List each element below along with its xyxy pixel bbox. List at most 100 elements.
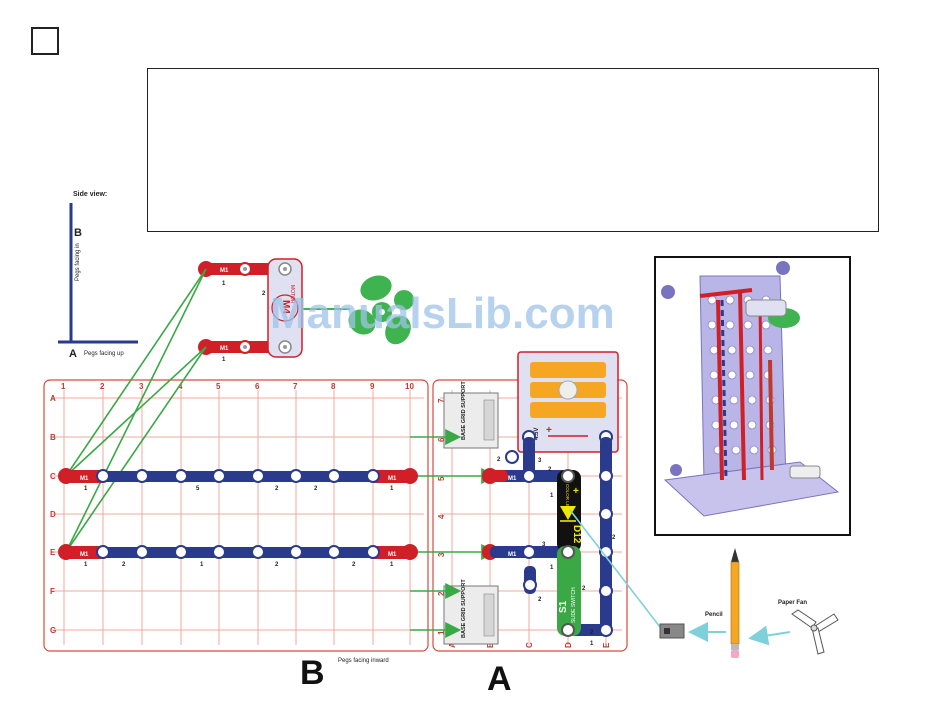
- watermark: ManualsLib.com: [270, 289, 615, 338]
- grid-b-col-10: 10: [405, 382, 414, 391]
- grid-b-row-g: G: [50, 626, 56, 635]
- grid-b-row-a: A: [50, 394, 56, 403]
- grid-a-row-5: 5: [437, 476, 446, 481]
- grid-a-wires: M1 M1 2 3 2 1 2 3 2 1 2 2 1: [482, 437, 616, 647]
- motor-label: M4: [280, 300, 291, 314]
- row-e-num: 2: [122, 562, 126, 568]
- grid-a-num: 1: [590, 641, 594, 647]
- motor-m4: M4 MOTOR 2: [262, 258, 350, 358]
- grid-a-num: 2: [582, 586, 586, 592]
- side-view: Side view: B Pegs facing in A Pegs facin…: [58, 191, 138, 360]
- side-view-label-b: B: [74, 227, 82, 239]
- assembly-illustration: [654, 256, 851, 536]
- top-wire-m1-lower: M1 1: [198, 339, 288, 363]
- led-sub-label: COLOR LED: [565, 484, 570, 511]
- grid-a-col-d: D: [564, 642, 573, 648]
- svg-text:+: +: [546, 425, 552, 436]
- grid-a-col-e: E: [602, 642, 611, 648]
- grid-a-row-3: 3: [437, 552, 446, 557]
- grid-b-row-c: C: [50, 472, 56, 481]
- grid-a-row-6: 6: [437, 437, 446, 442]
- top-wire-num: 1: [222, 281, 226, 287]
- grid-a-m1-c: M1: [508, 476, 517, 482]
- grid-a-num: 2: [497, 457, 501, 463]
- grid-a-num: 1: [550, 493, 554, 499]
- grid-b-col-4: 4: [178, 382, 183, 391]
- row-e-wires: M1 M1 1 2 1 2 2 1: [58, 544, 418, 568]
- led-label: D12: [571, 525, 582, 544]
- paper-fan-label: Paper Fan: [778, 600, 807, 606]
- base-grid-b: 1 2 3 4 5 6 7 8 9 10 A B C D E F G B Peg…: [43, 379, 429, 692]
- row-e-num: 1: [390, 562, 394, 568]
- grid-a-col-b: B: [486, 642, 495, 648]
- grid-a-num: 3: [542, 542, 546, 548]
- grid-a-col-c: C: [525, 642, 534, 648]
- led-d12: + D12 COLOR LED: [557, 469, 582, 552]
- grid-b-row-f: F: [50, 587, 55, 596]
- row-c-num: 2: [275, 486, 279, 492]
- row-c-num: 1: [390, 486, 394, 492]
- grid-b-col-8: 8: [331, 382, 336, 391]
- motor-num: 2: [262, 291, 266, 297]
- side-view-title: Side view:: [73, 191, 107, 198]
- svg-text:+: +: [573, 486, 579, 497]
- pencil-label: Pencil: [705, 612, 723, 618]
- grid-a-row-2: 2: [437, 591, 446, 596]
- grid-a-row-1: 1: [437, 630, 446, 635]
- grid-b-col-6: 6: [255, 382, 260, 391]
- grid-b-col-7: 7: [293, 382, 298, 391]
- grid-b-row-d: D: [50, 510, 56, 519]
- top-wire-m1-label-2: M1: [220, 346, 229, 352]
- grid-b-col-2: 2: [100, 382, 105, 391]
- grid-a-big-label: A: [487, 660, 512, 698]
- top-wire-m1-upper: M1 1: [198, 261, 288, 287]
- row-c-m1-right: M1: [388, 476, 397, 482]
- side-view-label-a: A: [69, 348, 77, 360]
- side-view-label-b-desc: Pegs facing in: [75, 243, 81, 281]
- grid-a-row-4: 4: [437, 514, 446, 519]
- grid-a-col-a: A: [448, 642, 457, 648]
- grid-b-row-e: E: [50, 548, 56, 557]
- grid-b-col-9: 9: [370, 382, 375, 391]
- row-e-m1-right: M1: [388, 552, 397, 558]
- grid-a-num: 3: [538, 458, 542, 464]
- battery-voltage: 4.5V: [534, 428, 540, 440]
- grid-b-caption: Pegs facing inward: [338, 658, 389, 664]
- grid-b-big-label: B: [300, 654, 325, 692]
- row-e-m1-left: M1: [80, 552, 89, 558]
- grid-a-row-7: 7: [437, 398, 446, 403]
- row-c-num: 1: [84, 486, 88, 492]
- grid-a-num: 2: [548, 467, 552, 473]
- motor-sub-label: MOTOR: [289, 285, 295, 304]
- base-grid-support-bottom: BASE GRID SUPPORT: [443, 579, 499, 645]
- grid-a-num: 1: [550, 565, 554, 571]
- top-wire-num-2: 1: [222, 357, 226, 363]
- side-view-label-a-desc: Pegs facing up: [84, 351, 124, 357]
- row-c-m1-left: M1: [80, 476, 89, 482]
- grid-a-num: 2: [538, 597, 542, 603]
- grid-b-col-1: 1: [61, 382, 66, 391]
- grid-b-col-3: 3: [139, 382, 144, 391]
- row-e-num: 1: [200, 562, 204, 568]
- row-e-num: 1: [84, 562, 88, 568]
- grid-b-col-5: 5: [216, 382, 221, 391]
- notes-box: [147, 68, 879, 232]
- row-c-wires: M1 M1 1 5 2 2 1: [58, 468, 418, 492]
- row-c-num: 2: [314, 486, 318, 492]
- top-wire-m1-label: M1: [220, 268, 229, 274]
- checkbox[interactable]: [31, 27, 59, 55]
- slide-switch-s1: S1 SLIDE SWITCH: [557, 545, 581, 637]
- fan-blade: [348, 275, 414, 345]
- row-e-num: 2: [275, 562, 279, 568]
- switch-label: S1: [558, 600, 569, 613]
- grid-a-num: 2: [590, 630, 594, 636]
- connection-arrows: [65, 268, 498, 638]
- row-e-num: 2: [352, 562, 356, 568]
- accessories: Pencil Paper Fan: [569, 509, 839, 658]
- battery-holder: + 4.5V: [517, 351, 619, 453]
- row-c-num: 5: [196, 486, 200, 492]
- base-grid-support-bottom-label: BASE GRID SUPPORT: [461, 579, 467, 638]
- switch-sub-label: SLIDE SWITCH: [571, 587, 577, 623]
- grid-b-row-b: B: [50, 433, 56, 442]
